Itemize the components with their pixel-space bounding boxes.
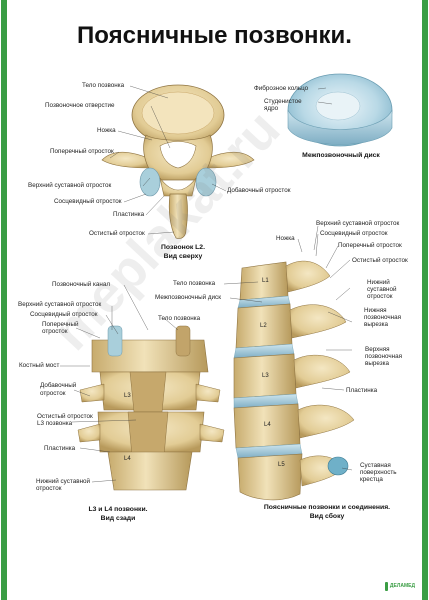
label-top-accessory: Добавочный отросток xyxy=(227,187,291,194)
label-side-lamina: Пластинка xyxy=(346,387,378,394)
caption-back-view-1: L3 и L4 позвонки. xyxy=(88,506,148,513)
label-back-inferior-1: Нижний суставной xyxy=(36,478,91,485)
label-back-transverse-2: отросток xyxy=(42,328,68,335)
label-back-mamillary: Сосцевидный отросток xyxy=(30,311,98,318)
publisher-logo: ДЕЛАМЕД xyxy=(385,581,415,591)
left-green-border xyxy=(1,0,7,600)
label-disc-nucleus-1: Студенистое xyxy=(264,98,302,105)
label-disc-fibrous: Фиброзное кольцо xyxy=(254,85,309,92)
label-side-l2: L2 xyxy=(260,323,267,329)
label-back-l3: L3 xyxy=(124,393,131,399)
label-side-inferior-1: Нижний xyxy=(367,279,390,286)
label-side-inf-notch-1: Нижняя xyxy=(364,307,387,314)
vertebrae-side-view xyxy=(223,225,355,501)
label-side-disc: Межпозвоночный диск xyxy=(155,294,221,301)
label-side-mamillary: Сосцевидный отросток xyxy=(320,230,388,237)
label-side-sup-notch-3: вырезка xyxy=(365,360,390,367)
label-side-inf-notch-3: вырезка xyxy=(364,321,389,328)
caption-side-view-2: Вид сбоку xyxy=(309,513,345,520)
label-top-transverse: Поперечный отросток xyxy=(50,148,114,155)
label-back-transverse-1: Поперечный xyxy=(42,321,79,328)
label-side-sup-notch-2: позвоночная xyxy=(365,353,403,360)
caption-back-view-2: Вид сзади xyxy=(100,515,136,522)
label-back-accessory-1: Добавочный xyxy=(40,382,77,389)
label-top-body: Тело позвонка xyxy=(82,82,125,89)
label-back-inferior-2: отросток xyxy=(36,485,62,492)
label-back-spinous-2: L3 позвонка xyxy=(37,420,73,427)
label-side-body: Тело позвонка xyxy=(173,280,216,287)
label-back-lamina: Пластинка xyxy=(44,445,76,452)
right-green-border xyxy=(422,0,428,600)
label-back-bridge: Костный мост xyxy=(19,362,60,369)
vertebra-top-view xyxy=(101,84,255,239)
label-back-superior-articular: Верхний суставной отросток xyxy=(18,301,102,308)
label-back-l4: L4 xyxy=(124,456,131,462)
label-side-inferior-3: отросток xyxy=(367,293,393,300)
label-top-pedicle: Ножка xyxy=(97,127,116,134)
label-side-spinous: Остистый отросток xyxy=(352,257,408,264)
label-back-accessory-2: отросток xyxy=(40,390,66,397)
label-side-l3: L3 xyxy=(262,373,269,379)
intervertebral-disc xyxy=(287,73,393,147)
label-side-facet-2: поверхность xyxy=(360,469,397,476)
label-top-lamina: Пластинка xyxy=(113,211,145,218)
vertebrae-back-view xyxy=(60,284,225,491)
caption-disc: Межпозвоночный диск xyxy=(302,152,380,159)
label-top-superior-articular: Верхний суставной отросток xyxy=(28,182,112,189)
label-back-canal: Позвоночный канал xyxy=(52,281,111,288)
logo-icon xyxy=(385,581,388,591)
label-top-foramen: Позвоночное отверстие xyxy=(45,102,115,109)
label-side-l5: L5 xyxy=(278,462,285,468)
page-title: Поясничные позвонки. xyxy=(77,22,352,49)
label-side-inf-notch-2: позвоночная xyxy=(364,314,402,321)
label-top-mamillary: Сосцевидный отросток xyxy=(54,198,122,205)
label-side-sup-notch-1: Верхняя xyxy=(365,346,390,353)
logo-text: ДЕЛАМЕД xyxy=(389,583,415,589)
label-top-spinous: Остистый отросток xyxy=(89,230,145,237)
label-disc-nucleus-2: ядро xyxy=(264,105,279,112)
label-side-facet-1: Суставная xyxy=(360,462,391,469)
caption-top-view-1: Позвонок L2. xyxy=(161,244,205,251)
label-side-inferior-2: суставной xyxy=(367,286,397,293)
label-side-transverse: Поперечный отросток xyxy=(338,242,402,249)
label-side-pedicle: Ножка xyxy=(276,235,295,242)
label-back-body: Тело позвонка xyxy=(158,315,201,322)
caption-side-view-1: Поясничные позвонки и соединения. xyxy=(263,504,391,511)
label-side-l1: L1 xyxy=(262,278,269,284)
label-side-superior-articular: Верхний суставной отросток xyxy=(316,220,400,227)
label-side-l4: L4 xyxy=(264,422,271,428)
label-side-facet-3: крестца xyxy=(360,476,383,483)
label-back-spinous-1: Остистый отросток xyxy=(37,413,93,420)
caption-top-view-2: Вид сверху xyxy=(163,253,203,260)
